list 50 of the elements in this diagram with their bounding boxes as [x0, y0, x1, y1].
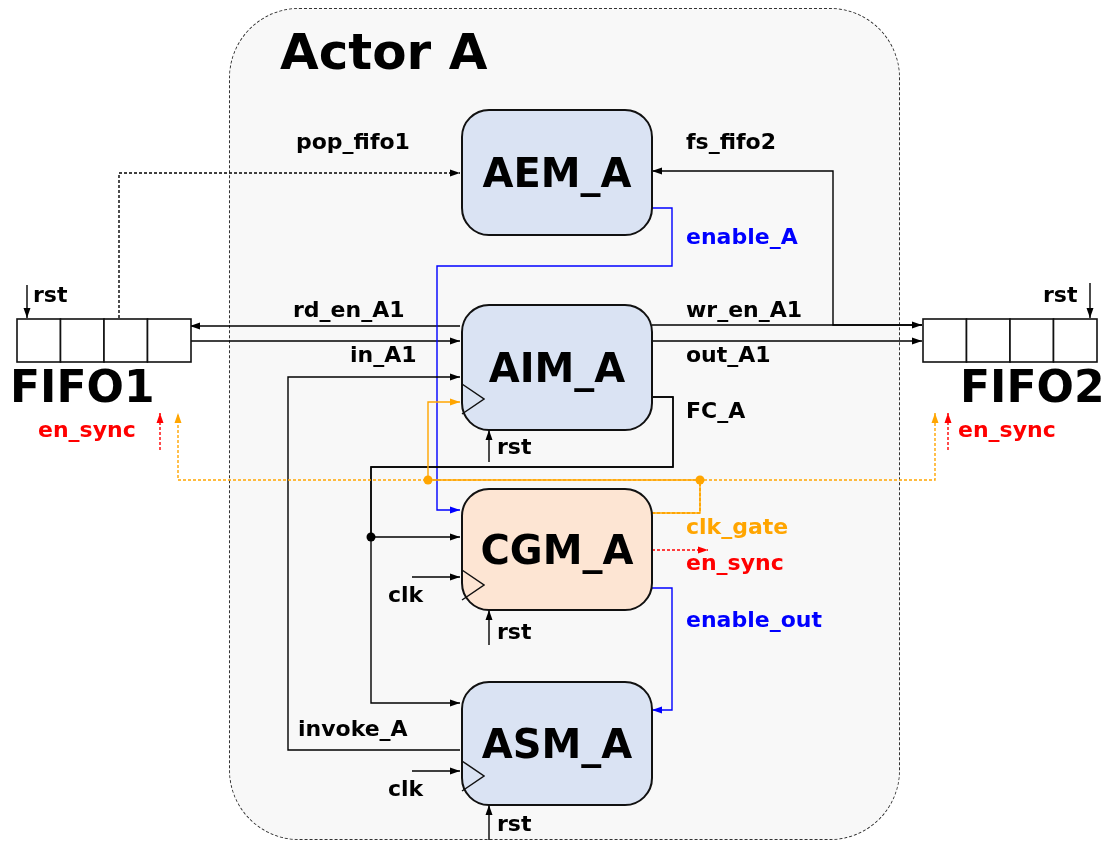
- signal-arrow: [944, 412, 952, 451]
- module-block: [461, 109, 653, 236]
- signal-label: clk_gate: [686, 516, 789, 538]
- signal-label: rst: [33, 284, 68, 306]
- signal-label: FC_A: [686, 400, 746, 422]
- signal-arrow: [485, 429, 493, 463]
- signal-arrow: [411, 767, 461, 775]
- signal-arrow: [1086, 282, 1094, 319]
- signal-arrow: [411, 573, 461, 581]
- signal-arrow: [189, 322, 461, 330]
- signal-label: en_sync: [958, 419, 1056, 441]
- signal-arrow: [651, 546, 709, 554]
- signal-label: rst: [1043, 284, 1078, 306]
- signal-arrow: [485, 804, 493, 841]
- signal-arrow: [287, 373, 461, 751]
- signal-arrow: [485, 609, 493, 646]
- signal-arrow: [427, 398, 701, 514]
- signal-label: en_sync: [38, 419, 136, 441]
- signal-label: clk: [388, 584, 424, 606]
- signal-arrow: [436, 207, 673, 514]
- signal-label: pop_fifo1: [296, 131, 410, 153]
- signal-arrow: [189, 337, 461, 345]
- group-container: [229, 8, 900, 840]
- signal-arrow: [651, 412, 939, 514]
- fifo-name: FIFO1: [10, 365, 155, 409]
- signal-label: rd_en_A1: [293, 299, 405, 321]
- signal-label: rst: [497, 813, 532, 835]
- signal-label: clk: [388, 778, 424, 800]
- signal-label: invoke_A: [298, 718, 408, 740]
- signal-label: rst: [497, 621, 532, 643]
- module-block: [461, 681, 653, 806]
- signal-label: rst: [497, 436, 532, 458]
- signal-label: wr_en_A1: [686, 299, 803, 321]
- signal-label: out_A1: [686, 344, 771, 366]
- signal-arrow: [370, 396, 674, 707]
- signal-arrow: [23, 284, 31, 319]
- signal-label: en_sync: [686, 552, 784, 574]
- group-title: Actor A: [280, 27, 488, 77]
- module-block: [461, 488, 653, 611]
- signal-label: enable_A: [686, 226, 798, 248]
- signal-arrow: [651, 321, 923, 329]
- signal-arrow: [156, 412, 164, 451]
- signal-label: fs_fifo2: [686, 131, 776, 153]
- signal-label: in_A1: [350, 344, 417, 366]
- signal-arrow: [651, 337, 923, 345]
- signal-arrow: [651, 587, 673, 714]
- signal-arrow: [118, 169, 461, 319]
- fifo-name: FIFO2: [960, 365, 1102, 409]
- module-block: [461, 304, 653, 431]
- signal-label: enable_out: [686, 609, 822, 631]
